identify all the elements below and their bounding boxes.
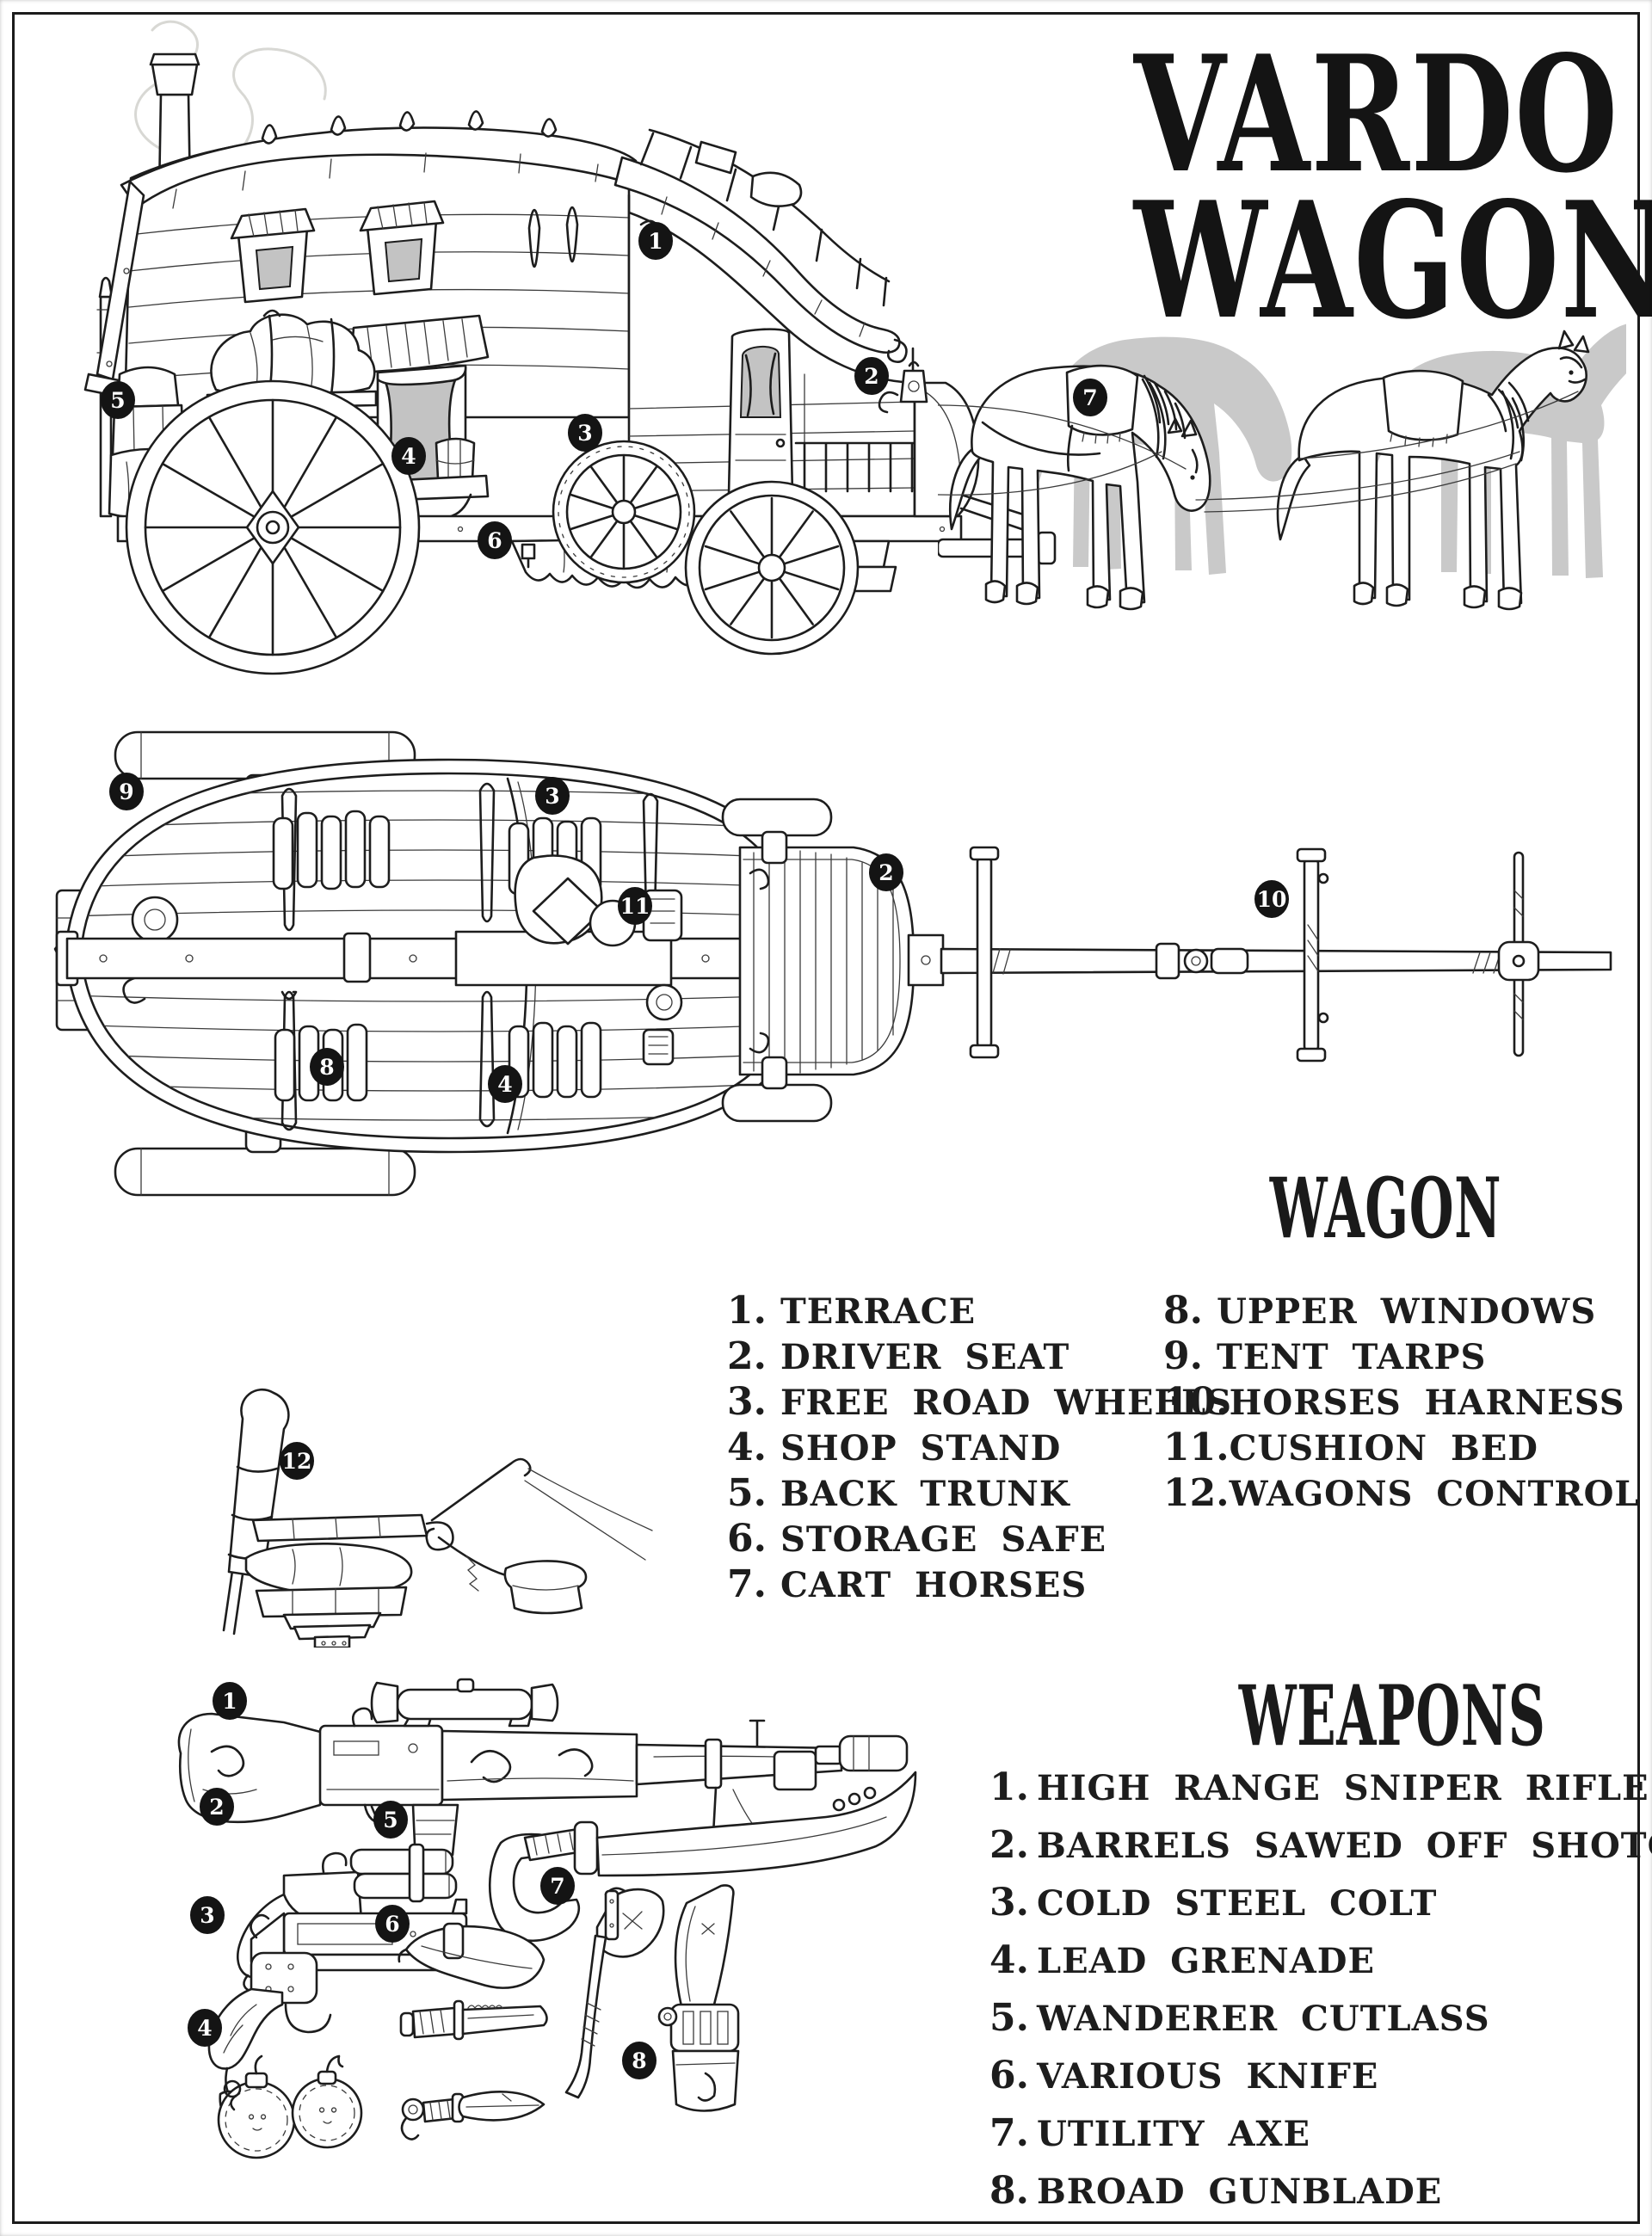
rear-wheel bbox=[125, 379, 421, 675]
item-label: WANDERER CUTLASS bbox=[1037, 1999, 1490, 2039]
horse-left bbox=[938, 364, 1211, 611]
weapons-list-item: 4. LEAD GRENADE bbox=[989, 1938, 1652, 1996]
axe bbox=[564, 1887, 665, 2099]
item-number: 7. bbox=[727, 1562, 767, 1606]
item-number: 2. bbox=[989, 1823, 1029, 1867]
center-beam bbox=[55, 930, 795, 987]
item-number: 11. bbox=[1163, 1426, 1230, 1469]
wagon-section-heading: WAGON bbox=[1269, 1160, 1502, 1257]
harness-crossbar-3 bbox=[1497, 851, 1540, 1057]
item-number: 4. bbox=[989, 1938, 1029, 1982]
dormer-window bbox=[230, 207, 316, 304]
wagon-list-item: 10. HORSES HARNESS bbox=[1163, 1380, 1640, 1426]
wagon-list-item: 9. TENT TARPS bbox=[1163, 1334, 1640, 1380]
item-label: HIGH RANGE SNIPER RIFLE bbox=[1037, 1768, 1649, 1808]
wagon-list-item: 8. UPPER WINDOWS bbox=[1163, 1289, 1640, 1334]
harness-crossbar-2 bbox=[1296, 847, 1329, 1063]
knife-set bbox=[398, 1922, 548, 2141]
item-number: 4. bbox=[727, 1426, 767, 1469]
page-title-line2: WAGON bbox=[1133, 166, 1652, 354]
item-number: 3. bbox=[989, 1881, 1029, 1925]
wagon-list-item: 12. WAGONS CONTROL bbox=[1163, 1471, 1640, 1517]
weapons-list-item: 6. VARIOUS KNIFE bbox=[989, 2054, 1652, 2111]
front-wheel-top-right bbox=[721, 798, 833, 865]
front-wheel-bottom-right bbox=[721, 1056, 833, 1123]
item-label: STORAGE SAFE bbox=[780, 1519, 1107, 1560]
sniper-rifle bbox=[177, 1678, 909, 1865]
item-number: 9. bbox=[1163, 1334, 1203, 1378]
item-number: 6. bbox=[989, 2054, 1029, 2097]
cart-horses-illustration bbox=[938, 323, 1626, 611]
wagon-list-left: 1. TERRACE 2. DRIVER SEAT 3. FREE ROAD W… bbox=[727, 1289, 1232, 1608]
wagons-control-illustration bbox=[222, 1388, 653, 1648]
item-label: BACK TRUNK bbox=[780, 1474, 1070, 1514]
item-number: 7. bbox=[989, 2111, 1029, 2155]
wagon-door bbox=[727, 328, 794, 496]
item-number: 2. bbox=[727, 1334, 767, 1378]
wagon-top-view-illustration bbox=[53, 730, 1612, 1197]
horse-right bbox=[1195, 330, 1590, 611]
item-label: BARRELS SAWED OFF SHOTGUN bbox=[1037, 1826, 1652, 1866]
item-label: WAGONS CONTROL bbox=[1229, 1474, 1640, 1514]
wagon-list-right: 8. UPPER WINDOWS 9. TENT TARPS 10. HORSE… bbox=[1163, 1289, 1640, 1517]
weapons-list-item: 7. UTILITY AXE bbox=[989, 2111, 1652, 2169]
item-number: 5. bbox=[989, 1996, 1029, 2040]
weapons-list-item: 3. COLD STEEL COLT bbox=[989, 1881, 1652, 1938]
item-label: TENT TARPS bbox=[1217, 1337, 1487, 1377]
item-number: 8. bbox=[989, 2169, 1029, 2213]
item-label: HORSES HARNESS bbox=[1229, 1383, 1625, 1423]
item-label: UPPER WINDOWS bbox=[1217, 1291, 1597, 1332]
item-label: TERRACE bbox=[780, 1291, 977, 1332]
driver-seat-chair bbox=[222, 1388, 653, 1648]
item-number: 8. bbox=[1163, 1289, 1203, 1333]
item-label: LEAD GRENADE bbox=[1037, 1941, 1375, 1981]
wagon-list-item: 6. STORAGE SAFE bbox=[727, 1517, 1232, 1562]
cutlass bbox=[488, 1771, 917, 1943]
wagon-list-item: 5. BACK TRUNK bbox=[727, 1471, 1232, 1517]
wagon-side-view-illustration bbox=[83, 20, 1037, 675]
item-label: CART HORSES bbox=[780, 1565, 1088, 1605]
item-number: 3. bbox=[727, 1380, 767, 1424]
wagon-list-item: 2. DRIVER SEAT bbox=[727, 1334, 1232, 1380]
wagon-list-item: 1. TERRACE bbox=[727, 1289, 1232, 1334]
middle-wheel bbox=[552, 440, 696, 584]
wagon-list-item: 7. CART HORSES bbox=[727, 1562, 1232, 1608]
cushion-bed bbox=[514, 854, 683, 1066]
item-label: SHOP STAND bbox=[780, 1428, 1062, 1469]
item-label: FREE ROAD WHEELS bbox=[780, 1383, 1232, 1423]
item-label: VARIOUS KNIFE bbox=[1037, 2056, 1379, 2097]
wagon-list-item: 11. CUSHION BED bbox=[1163, 1426, 1640, 1471]
terrace-platform bbox=[738, 846, 945, 1076]
front-wheel bbox=[684, 480, 860, 656]
item-number: 6. bbox=[727, 1517, 767, 1561]
item-number: 5. bbox=[727, 1471, 767, 1515]
harness-crossbar-1 bbox=[969, 846, 1000, 1059]
item-label: UTILITY AXE bbox=[1037, 2114, 1310, 2154]
weapons-list: 1. HIGH RANGE SNIPER RIFLE 2. BARRELS SA… bbox=[989, 1765, 1652, 2227]
item-label: COLD STEEL COLT bbox=[1037, 1883, 1438, 1924]
item-number: 1. bbox=[727, 1289, 767, 1333]
item-number: 10. bbox=[1163, 1380, 1230, 1424]
wagon-list-item: 4. SHOP STAND bbox=[727, 1426, 1232, 1471]
weapons-illustration bbox=[177, 1678, 917, 2159]
grenades bbox=[217, 2054, 363, 2159]
item-label: DRIVER SEAT bbox=[780, 1337, 1070, 1377]
item-label: CUSHION BED bbox=[1229, 1428, 1538, 1469]
weapons-list-item: 5. WANDERER CUTLASS bbox=[989, 1996, 1652, 2054]
weapons-section-heading: WEAPONS bbox=[1238, 1667, 1546, 1765]
gunblade bbox=[657, 1884, 740, 2112]
item-number: 1. bbox=[989, 1765, 1029, 1809]
weapons-list-item: 8. BROAD GUNBLADE bbox=[989, 2169, 1652, 2227]
weapons-list-item: 2. BARRELS SAWED OFF SHOTGUN bbox=[989, 1823, 1652, 1881]
weapons-list-item: 1. HIGH RANGE SNIPER RIFLE bbox=[989, 1765, 1652, 1823]
page-title: VARDO WAGON bbox=[1133, 34, 1652, 354]
item-number: 12. bbox=[1163, 1471, 1230, 1515]
item-label: BROAD GUNBLADE bbox=[1037, 2171, 1443, 2212]
wagon-list-item: 3. FREE ROAD WHEELS bbox=[727, 1380, 1232, 1426]
harness-pole bbox=[940, 846, 1612, 1063]
